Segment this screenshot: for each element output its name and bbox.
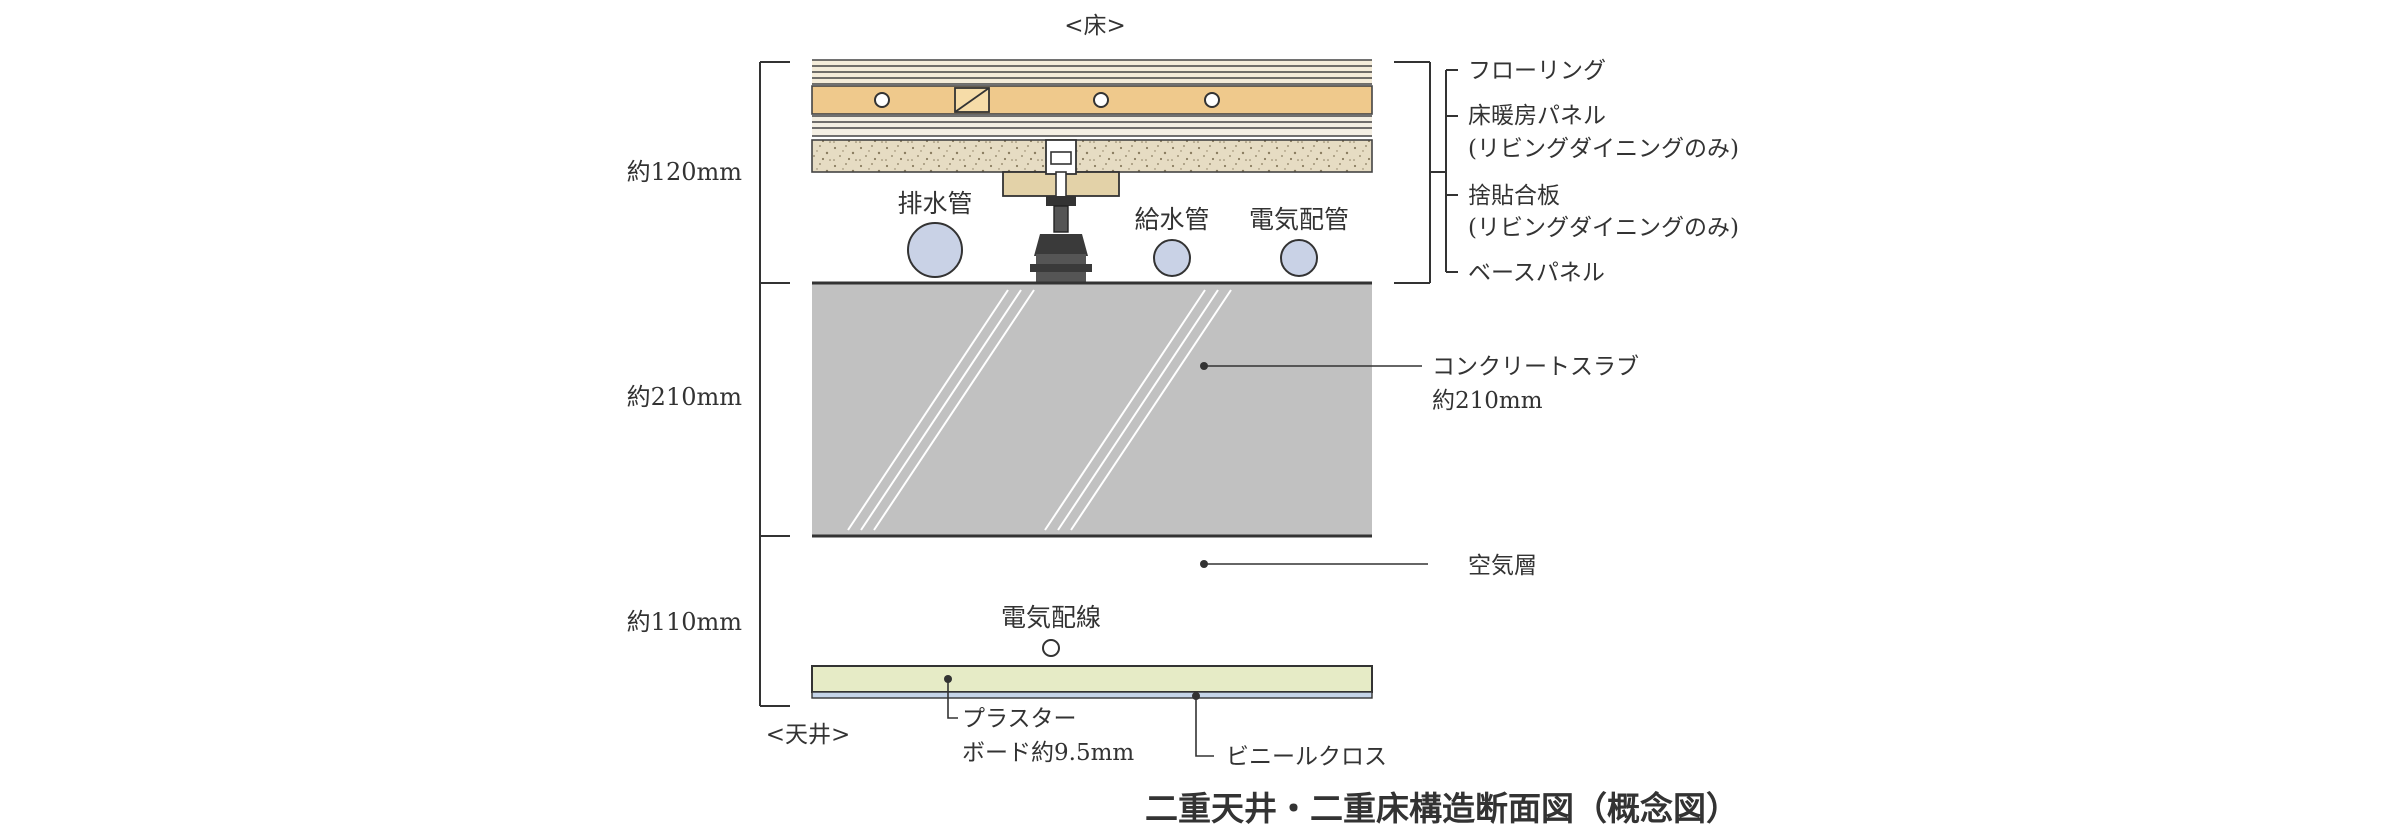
- slab-leader: [1200, 362, 1422, 370]
- base-panel: [811, 139, 1373, 173]
- diagram-caption: 二重天井・二重床構造断面図（概念図）: [1145, 789, 1739, 828]
- concrete-slab: [812, 281, 1372, 538]
- water-supply-pipe: [1153, 239, 1191, 277]
- slab-label: コンクリートスラブ: [1432, 354, 1639, 380]
- dimension-slab-zone: 約210mm: [627, 383, 743, 411]
- floor-heating-label: 床暖房パネル: [1468, 103, 1606, 129]
- drain-pipe: [907, 222, 963, 278]
- dimension-ceiling-zone: 約110mm: [627, 608, 743, 636]
- base-panel-label: ベースパネル: [1468, 260, 1605, 286]
- flooring-layer: [812, 59, 1372, 85]
- ceiling-board: [811, 665, 1373, 699]
- vinyl-leader: [1192, 692, 1214, 757]
- electrical-wiring-label: 電気配線: [1001, 603, 1101, 632]
- plaster-board: [811, 665, 1373, 693]
- electrical-conduit-pipe: [1280, 239, 1318, 277]
- heating-tube: [1204, 92, 1220, 108]
- plywood-label: 捨貼合板: [1468, 183, 1560, 209]
- plywood-note: (リビングダイニングのみ): [1468, 215, 1739, 241]
- dimension-floor-zone: 約120mm: [627, 158, 743, 186]
- air-layer-label: 空気層: [1468, 553, 1537, 579]
- air-layer-leader: [1200, 560, 1428, 568]
- electrical-conduit-label: 電気配管: [1249, 205, 1349, 234]
- ceiling-heading: <天井>: [766, 722, 851, 748]
- label-bracket: [1394, 61, 1458, 284]
- vinyl-cloth-label: ビニールクロス: [1226, 744, 1387, 770]
- slab-hatch: [847, 289, 1232, 531]
- plaster-board-label: プラスター: [962, 706, 1077, 732]
- heating-tube: [874, 92, 890, 108]
- slab-thickness-label: 約210mm: [1432, 388, 1543, 414]
- plaster-board-thickness-label: ボード約9.5mm: [962, 740, 1134, 766]
- floor-heating-panel: [811, 85, 1373, 115]
- vinyl-cloth: [811, 691, 1373, 699]
- plywood-layer: [812, 115, 1372, 137]
- heating-tube: [1093, 92, 1109, 108]
- flooring-label: フローリング: [1468, 58, 1606, 84]
- support-pedestal: [1002, 139, 1120, 282]
- plaster-leader: [944, 675, 958, 719]
- floor-heating-note: (リビングダイニングのみ): [1468, 136, 1739, 162]
- floor-heading: <床>: [1064, 13, 1126, 39]
- electrical-wiring: [1042, 639, 1060, 657]
- water-supply-pipe-label: 給水管: [1134, 205, 1209, 234]
- dimension-bracket: [759, 61, 790, 707]
- drain-pipe-label: 排水管: [897, 189, 972, 218]
